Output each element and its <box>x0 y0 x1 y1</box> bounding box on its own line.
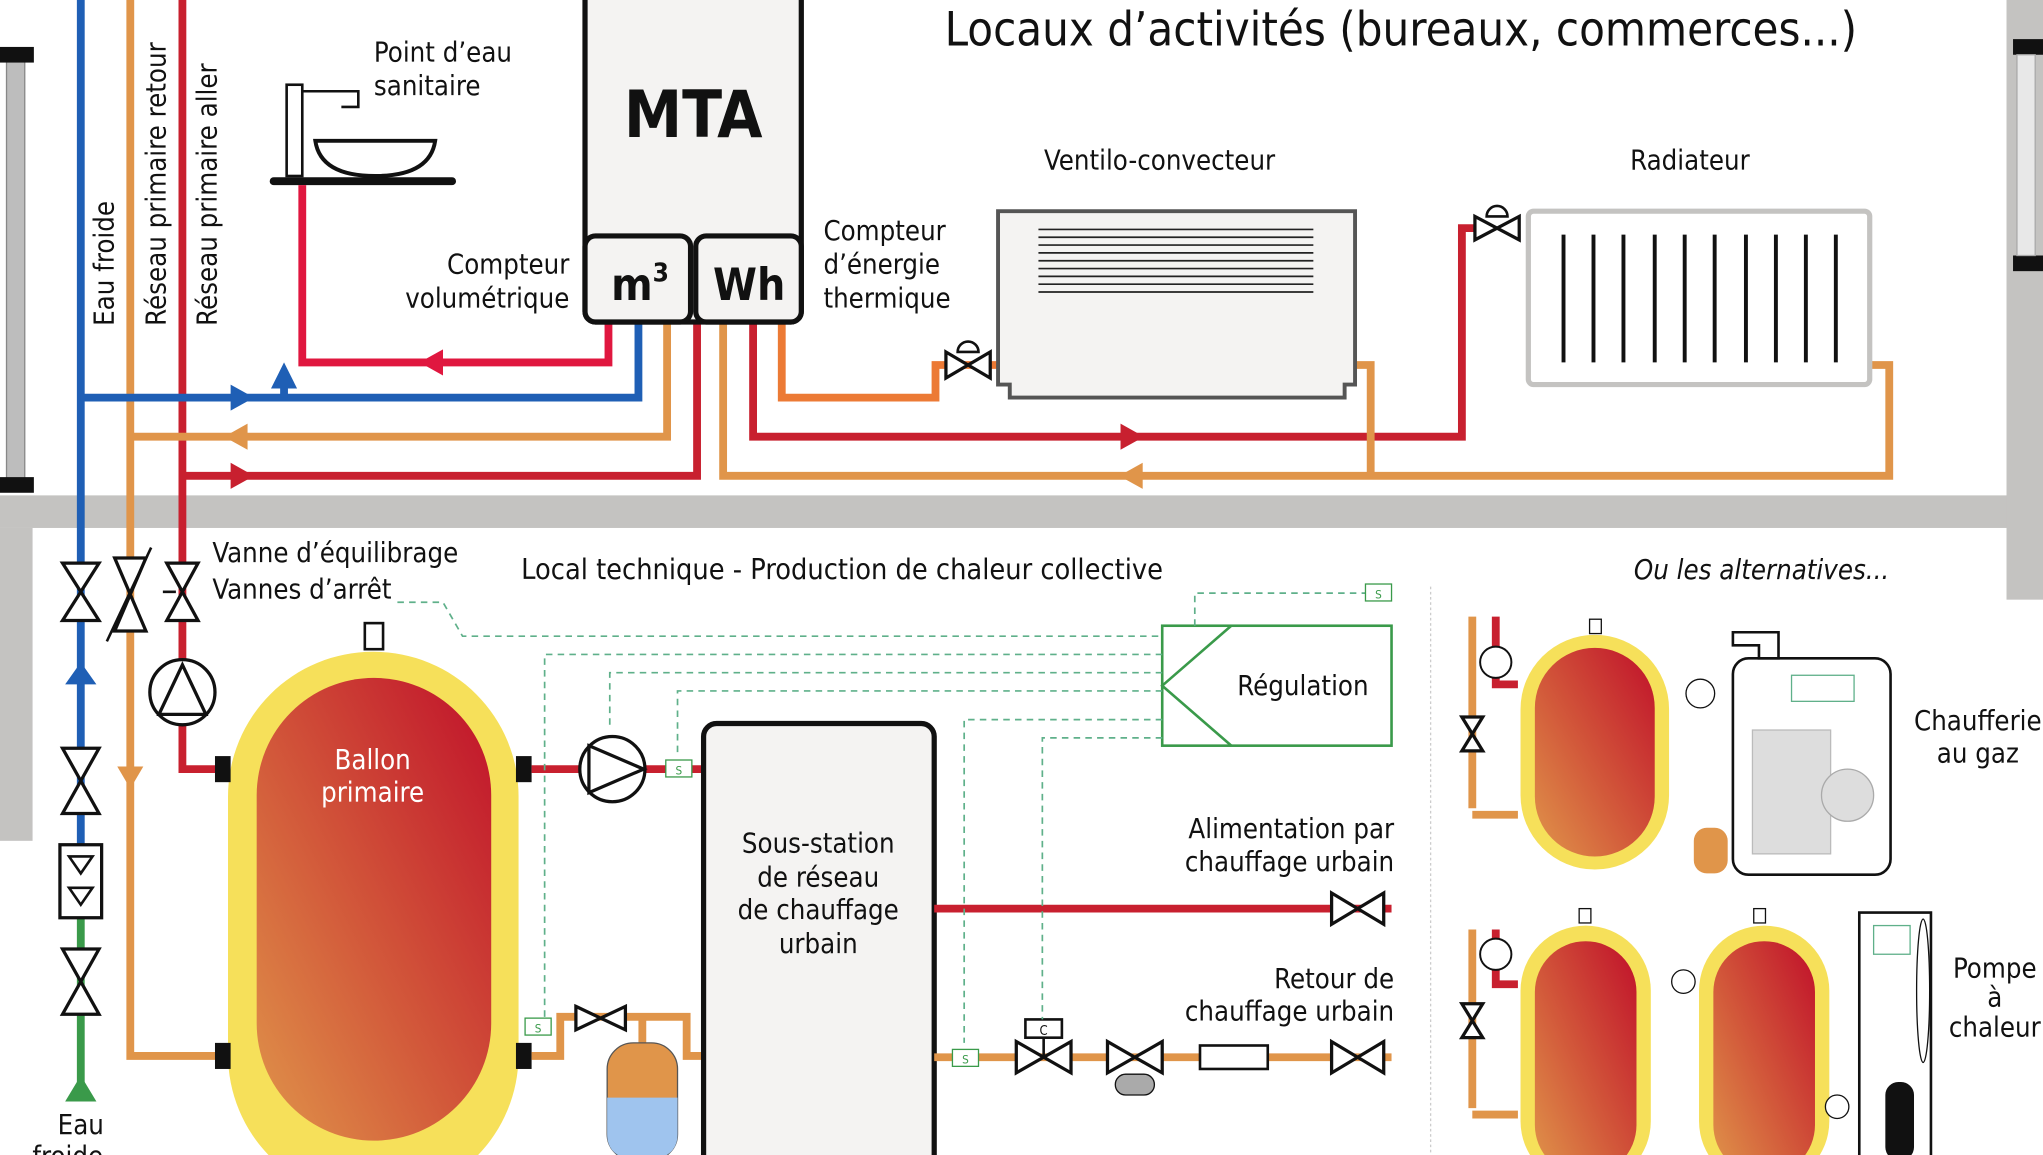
substation-label-4: urbain <box>779 929 858 960</box>
building-structure <box>0 0 2043 841</box>
district-return-label-1: Retour de <box>1274 964 1394 995</box>
balancing-valve-label: Vanne d’équilibrage <box>212 538 458 569</box>
filter-valve <box>1105 1038 1164 1096</box>
page-title: Locaux d’activités (bureaux, commerces..… <box>945 3 1858 58</box>
substation <box>700 720 937 1155</box>
volume-meter-label-2: volumétrique <box>405 284 569 315</box>
sink-icon <box>269 83 457 186</box>
district-supply-label-2: chauffage urbain <box>1185 847 1394 878</box>
mta-pipes <box>80 185 1894 489</box>
technical-room-title: Local technique - Production de chaleur … <box>521 552 1163 586</box>
energy-meter-label-2: d’énergie <box>823 250 940 281</box>
alt-heat-pump <box>1458 907 1933 1155</box>
regulation-label: Régulation <box>1237 671 1368 702</box>
fan-coil-label: Ventilo-convecteur <box>1044 145 1276 176</box>
svg-text:S: S <box>962 1053 969 1067</box>
alternatives-title: Ou les alternatives... <box>1634 555 1889 586</box>
svg-text:S: S <box>1375 587 1382 601</box>
riser-valves <box>58 546 201 1016</box>
sink-label-1: Point d’eau <box>374 37 512 68</box>
fan-coil-valve <box>944 349 992 381</box>
primary-supply-label: Réseau primaire aller <box>192 62 223 325</box>
svg-text:C: C <box>1040 1024 1048 1039</box>
gas-boiler-label-1: Chaufferie <box>1914 706 2042 737</box>
radiator-valve <box>1473 213 1521 243</box>
district-return-valve <box>1329 1038 1386 1076</box>
shutoff-valves-label: Vannes d’arrêt <box>212 574 392 605</box>
svg-text:m3: m3 <box>611 259 669 311</box>
energy-meter-label-3: thermique <box>823 284 950 315</box>
svg-text:S: S <box>675 763 682 777</box>
energy-meter <box>693 233 804 325</box>
energy-meter-label-1: Compteur <box>823 216 946 247</box>
floor-slab <box>0 495 2014 528</box>
expansion-vessel <box>606 1016 679 1155</box>
secondary-pump <box>578 734 648 804</box>
heat-pump-label-3: chaleur <box>1949 1012 2042 1043</box>
primary-return-label: Réseau primaire retour <box>141 41 172 325</box>
alt-gas-boiler <box>1458 616 1892 877</box>
gas-boiler-label-2: au gaz <box>1937 739 2019 770</box>
primary-tank <box>214 621 532 1155</box>
primary-pump <box>148 657 217 727</box>
volume-meter <box>582 233 694 325</box>
sink-label-2: sanitaire <box>374 71 481 102</box>
district-return-label-2: chauffage urbain <box>1185 997 1394 1028</box>
substation-label-1: Sous-station <box>742 829 895 860</box>
heat-pump-label-1: Pompe <box>1953 954 2037 985</box>
substation-label-2: de réseau <box>757 862 879 893</box>
svg-text:S: S <box>535 1021 542 1035</box>
substation-label-3: de chauffage <box>738 895 899 926</box>
cold-water-inlet-label-1: Eau <box>58 1110 104 1141</box>
radiator-label: Radiateur <box>1630 145 1750 176</box>
heat-pump-label-2: à <box>1987 982 2002 1013</box>
control-wiring <box>543 592 1366 1043</box>
tank-label-1: Ballon <box>334 745 410 776</box>
fan-coil <box>944 209 1358 400</box>
left-window <box>5 51 26 490</box>
sensors: S S S S <box>524 583 1393 1068</box>
tank-label-2: primaire <box>321 778 424 809</box>
cold-water-label: Eau froide <box>89 201 120 326</box>
regulation-unit <box>1160 624 1393 747</box>
svg-text:Wh: Wh <box>713 260 785 311</box>
district-supply-valve <box>1329 890 1386 928</box>
control-valve: C <box>1014 1018 1073 1076</box>
volume-meter-label-1: Compteur <box>447 250 570 281</box>
radiator <box>1473 204 1873 388</box>
cold-water-inlet-label-2: froide <box>32 1141 103 1155</box>
mta-label: MTA <box>624 78 763 153</box>
heat-meter <box>1198 1044 1270 1071</box>
district-supply-label-1: Alimentation par <box>1188 814 1395 845</box>
mta-unit: MTA m3 Wh <box>582 0 804 325</box>
tank-return-valve <box>574 1003 628 1033</box>
left-wall <box>0 527 33 841</box>
